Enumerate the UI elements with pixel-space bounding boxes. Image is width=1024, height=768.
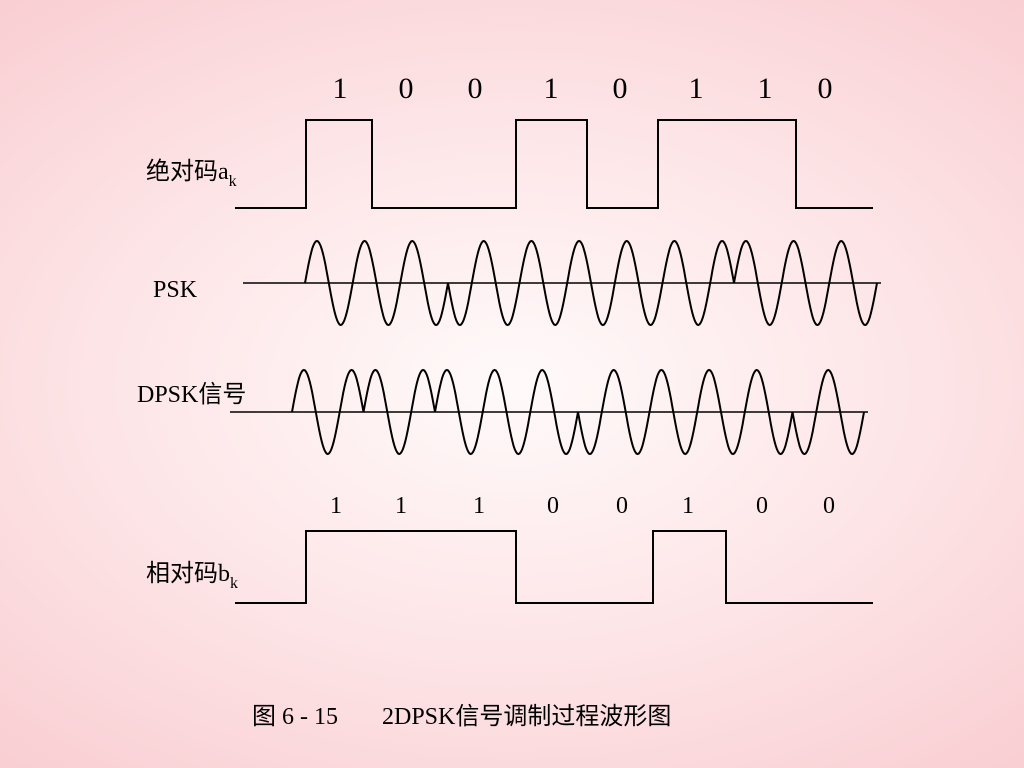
absolute-code-label-text: 绝对码 [146,158,218,185]
psk-waveform [304,239,878,327]
absolute-code-waveform [235,119,873,209]
ak-bit-6: 1 [689,72,704,105]
absolute-code-subscript: k [229,173,237,190]
relative-code-label-text: 相对码 [146,560,218,587]
ak-bit-4: 1 [544,72,559,105]
relative-code-label: 相对码bk [146,560,238,592]
ak-bit-1: 1 [333,72,348,105]
relative-code-subscript: k [230,575,238,592]
bk-bit-4: 0 [547,493,559,519]
row-labels: 绝对码ak PSK DPSK信号 相对码bk [137,158,246,592]
psk-label: PSK [153,277,198,303]
bk-bit-3: 1 [473,493,485,519]
ak-bit-8: 0 [818,72,833,105]
absolute-code-bit-labels: 1 0 0 1 0 1 1 0 [333,72,833,105]
ak-bit-7: 1 [758,72,773,105]
ak-bit-3: 0 [468,72,483,105]
ak-bit-2: 0 [399,72,414,105]
ak-bit-5: 0 [613,72,628,105]
figure-caption: 图 6 - 15 2DPSK信号调制过程波形图 [252,703,671,730]
bk-bit-5: 0 [616,493,628,519]
relative-code-waveform [235,530,873,604]
bk-bit-6: 1 [682,493,694,519]
caption-number: 图 6 - 15 [252,704,338,730]
relative-code-bit-labels: 1 1 1 0 0 1 0 0 [330,493,835,519]
bk-bit-8: 0 [823,493,835,519]
absolute-code-label: 绝对码ak [146,158,237,190]
absolute-code-symbol: a [218,159,229,185]
bk-bit-1: 1 [330,493,342,519]
dpsk-label: DPSK信号 [137,381,246,408]
bk-bit-2: 1 [395,493,407,519]
dpsk-waveform [291,368,865,456]
caption-title: 2DPSK信号调制过程波形图 [382,703,671,730]
bk-bit-7: 0 [756,493,768,519]
relative-code-symbol: b [218,561,230,587]
